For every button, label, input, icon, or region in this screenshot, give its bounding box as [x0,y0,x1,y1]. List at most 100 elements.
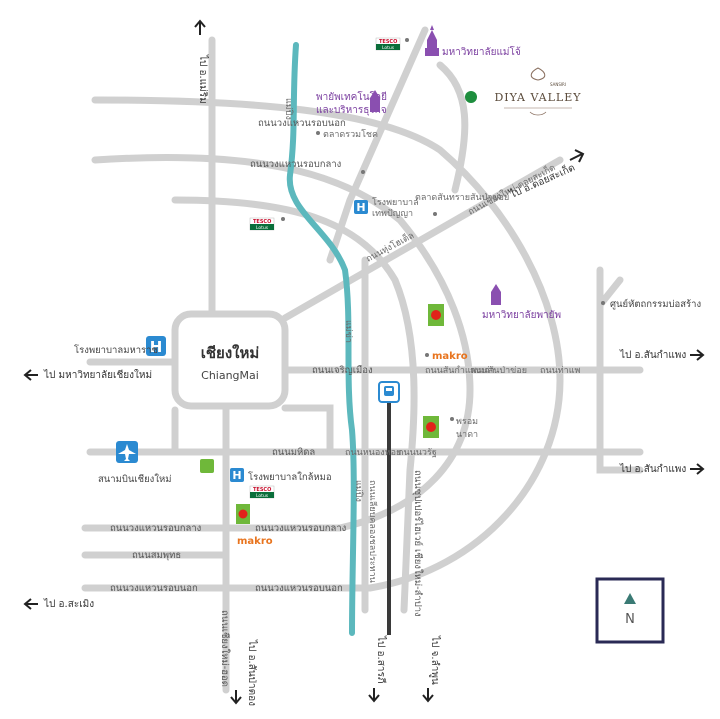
label-changklan: ถนนเจริญเมือง [312,365,373,376]
label-san-pa-khoi: ถนนสันป่าข่อย [470,366,527,376]
label-sanpatong-road: ถนนสมพุทธ [132,550,181,561]
svg-text:TESCO: TESCO [253,219,271,225]
direction-doi-saket: ไป อ.ดอยสะเก็ด [507,149,585,201]
label-outer-ring-south-left: ถนนวงแหวนรอบนอก [110,583,198,594]
direction-sankamphaeng-lower: ไป อ.สันกำแพง [619,463,705,475]
bosang-marker: ศูนย์หัตถกรรมบ่อสร้าง [601,298,701,310]
ping-river [286,42,357,636]
svg-text:โรงพยาบาลใกล้หมอ: โรงพยาบาลใกล้หมอ [248,471,332,483]
mae-jo-road [326,26,429,264]
direction-lamphun: ไป จ.ลำพูน [422,635,441,703]
diya-access-road [436,61,469,194]
svg-text:Lotus: Lotus [256,225,269,231]
label-ping-river-south: แม่ปิง [353,480,364,502]
label-middle-ring-north: ถนนวงแหวนรอบกลาง [250,159,341,170]
direction-samoeng: ไป อ.สะเมิง [23,598,94,610]
label-mahidol: ถนนมหิดล [272,447,315,458]
svg-text:ไป จ.ลำพูน: ไป จ.ลำพูน [429,635,441,685]
makro-north-marker: makro [425,351,468,362]
superhighway-road [171,196,418,614]
svg-text:ไป อ.สะเมิง: ไป อ.สะเมิง [43,598,94,610]
svg-text:SANSIRI: SANSIRI [550,82,566,87]
direction-saraphi: ไป อ.สารภี [368,635,387,703]
svg-text:มหาวิทยาลัยแม่โจ้: มหาวิทยาลัยแม่โจ้ [442,45,521,58]
label-middle-ring-south-right: ถนนวงแหวนรอบกลาง [255,523,346,534]
road-network [81,26,644,694]
svg-text:makro: makro [432,351,468,362]
hospital-icon: H [356,201,365,214]
city-name-english: ChiangMai [201,369,259,382]
label-outer-ring-south-right: ถนนวงแหวนรอบนอก [255,583,343,594]
maharaj-hospital-marker: H โรงพยาบาลมหาราช [74,336,166,356]
svg-text:ศูนย์หัตถกรรมบ่อสร้าง: ศูนย์หัตถกรรมบ่อสร้าง [610,298,701,310]
north-compass: N [595,577,665,644]
svg-text:พายัพเทคโนโลยี: พายัพเทคโนโลยี [316,90,387,103]
tesco-lotus-logo-south: TESCO Lotus [249,485,275,499]
svg-text:Lotus: Lotus [382,45,395,51]
svg-text:makro: makro [237,536,273,547]
city-name-thai: เชียงใหม่ [201,344,260,362]
sansai-market-marker: ตลาดสันทรายสันป่าข่อย [415,193,509,216]
svg-text:สนามบินเชียงใหม่: สนามบินเชียงใหม่ [98,473,171,485]
svg-text:ไป อ.ดอยสะเก็ด: ไป อ.ดอยสะเก็ด [507,160,577,201]
direction-mae-rim: ไป อ.แม่ริม [194,19,209,104]
svg-text:ไป อ.สันกำแพง: ไป อ.สันกำแพง [619,463,686,475]
kad-farang-marker: พรอม นาดา [450,417,478,440]
svg-text:โรงพยาบาลมหาราช: โรงพยาบาลมหาราช [74,344,158,356]
svg-text:ไป อ.สันป่าตอง: ไป อ.สันป่าตอง [246,639,258,706]
svg-text:โรงพยาบาล: โรงพยาบาล [372,197,419,208]
sankamphaeng-lower-road [596,448,644,474]
hospital-icon: H [232,469,241,482]
label-tha-phae: ถนนท่าแพ [540,366,581,376]
label-middle-ring-south-left: ถนนวงแหวนรอบกลาง [110,523,201,534]
north-arrow-icon [624,593,636,604]
compass-letter: N [625,612,635,627]
svg-text:Lotus: Lotus [256,493,269,499]
direction-cmu: ไป มหาวิทยาลัยเชียงใหม่ [23,369,152,381]
east-link [596,276,624,309]
nearby-hospital-marker: H โรงพยาบาลใกล้หมอ [200,459,332,483]
payap-university-marker: มหาวิทยาลัยพายัพ [482,284,561,321]
city-center-block [171,310,289,410]
project-location-dot [465,91,477,103]
mae-jo-university-marker: มหาวิทยาลัยแม่โจ้ [425,25,521,58]
svg-text:DIYA VALLEY: DIYA VALLEY [494,91,581,104]
svg-text:ไป อ.สันกำแพง: ไป อ.สันกำแพง [619,349,686,361]
direction-sanpatong: ไป อ.สันป่าตอง [230,639,258,706]
label-outer-ring-north: ถนนวงแหวนรอบนอก [258,118,346,129]
tesco-lotus-logo-mid: TESCO Lotus [249,217,285,231]
svg-text:TESCO: TESCO [379,39,397,45]
makro-south-marker: makro [237,536,273,547]
bigc-logo-north [428,304,444,326]
label-nawarat: ถนนนวรัฐ [398,448,437,458]
university-icon [370,90,380,112]
airplane-icon [118,444,136,461]
svg-text:มหาวิทยาลัยพายัพ: มหาวิทยาลัยพายัพ [482,310,561,321]
svg-text:พรอม: พรอม [456,417,478,427]
label-mae-kha-mid: แม่ข่า [343,320,353,343]
label-canal-road: ถนนเลียบคลองชลประทาน [367,480,378,583]
university-icon [491,284,501,305]
airport-marker: สนามบินเชียงใหม่ [98,441,171,485]
train-station-marker [378,381,400,403]
outer-ring-road [81,96,564,592]
svg-text:ไป มหาวิทยาลัยเชียงใหม่: ไป มหาวิทยาลัยเชียงใหม่ [43,369,152,381]
payap-tech-marker: พายัพเทคโนโลยี และบริหารธุรกิจ [316,90,387,116]
tesco-lotus-logo-north: TESCO Lotus [375,37,409,51]
ruamchok-market-marker: ตลาดรวมโชค [316,129,378,140]
label-mae-kha-north: แม่ปิง [283,98,294,120]
svg-text:เทพปัญญา: เทพปัญญา [372,209,413,219]
bigc-logo-mid [423,416,439,438]
svg-text:นาดา: นาดา [456,430,478,440]
label-nong-hoi: ถนนหนองหอย [345,448,401,458]
hospital-icon: H [150,338,163,356]
middle-ring-road [81,154,474,532]
svg-text:ตลาดรวมโชค: ตลาดรวมโชค [323,129,378,140]
bigc-logo-south [236,504,250,524]
svg-text:และบริหารธุรกิจ: และบริหารธุรกิจ [316,105,387,116]
diya-valley-logo: SANSIRI DIYA VALLEY [465,67,581,118]
svg-text:ตลาดสันทรายสันป่าข่อย: ตลาดสันทรายสันป่าข่อย [415,193,509,203]
theppanya-hospital-marker: H โรงพยาบาล เทพปัญญา [354,170,419,219]
label-chiangmai-hod: ถนนเชียงใหม่-ฮอด [219,610,231,687]
